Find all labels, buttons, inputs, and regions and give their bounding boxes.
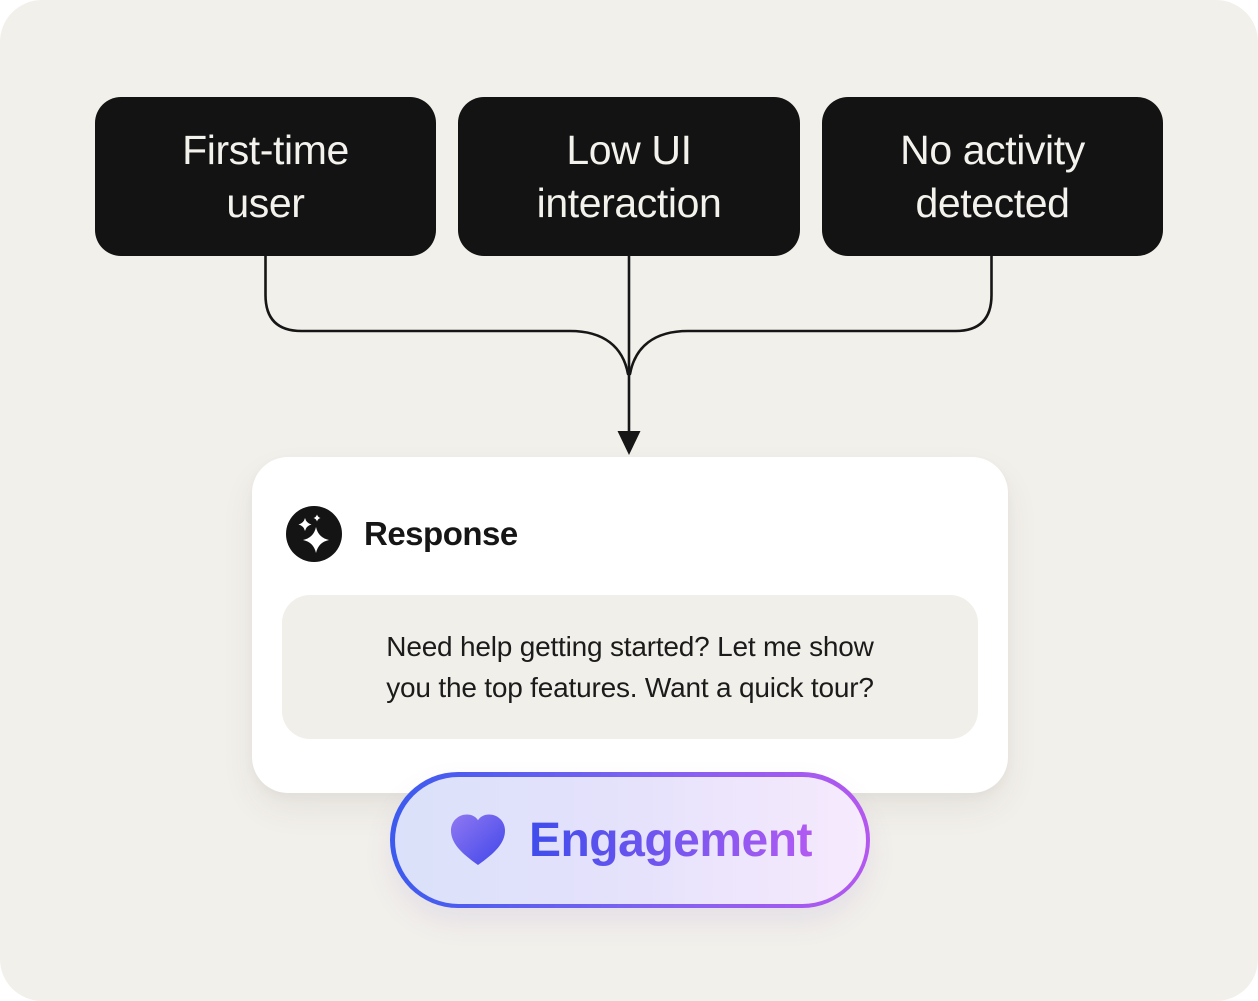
engagement-badge-inner: Engagement — [394, 776, 866, 904]
trigger-node-label: No activity detected — [900, 127, 1085, 226]
message-text: Need help getting started? Let me show y… — [386, 631, 874, 703]
connector-right — [628, 254, 993, 376]
trigger-node-low-ui-interaction: Low UI interaction — [458, 97, 800, 256]
response-title: Response — [364, 515, 518, 552]
trigger-node-no-activity-detected: No activity detected — [822, 97, 1163, 256]
response-card: Response Need help getting started? Let … — [252, 457, 1008, 793]
engagement-badge: Engagement — [390, 772, 870, 908]
engagement-label: Engagement — [528, 813, 813, 867]
trigger-node-label: First-time user — [182, 127, 349, 226]
sparkles-icon — [286, 506, 342, 562]
message-bubble: Need help getting started? Let me show y… — [282, 595, 978, 739]
connector-left — [264, 254, 630, 376]
response-card-header: Response — [286, 506, 518, 562]
trigger-node-first-time-user: First-time user — [95, 97, 436, 256]
trigger-node-label: Low UI interaction — [536, 127, 722, 226]
heart-icon — [450, 814, 505, 865]
arrowhead-icon — [617, 431, 641, 455]
